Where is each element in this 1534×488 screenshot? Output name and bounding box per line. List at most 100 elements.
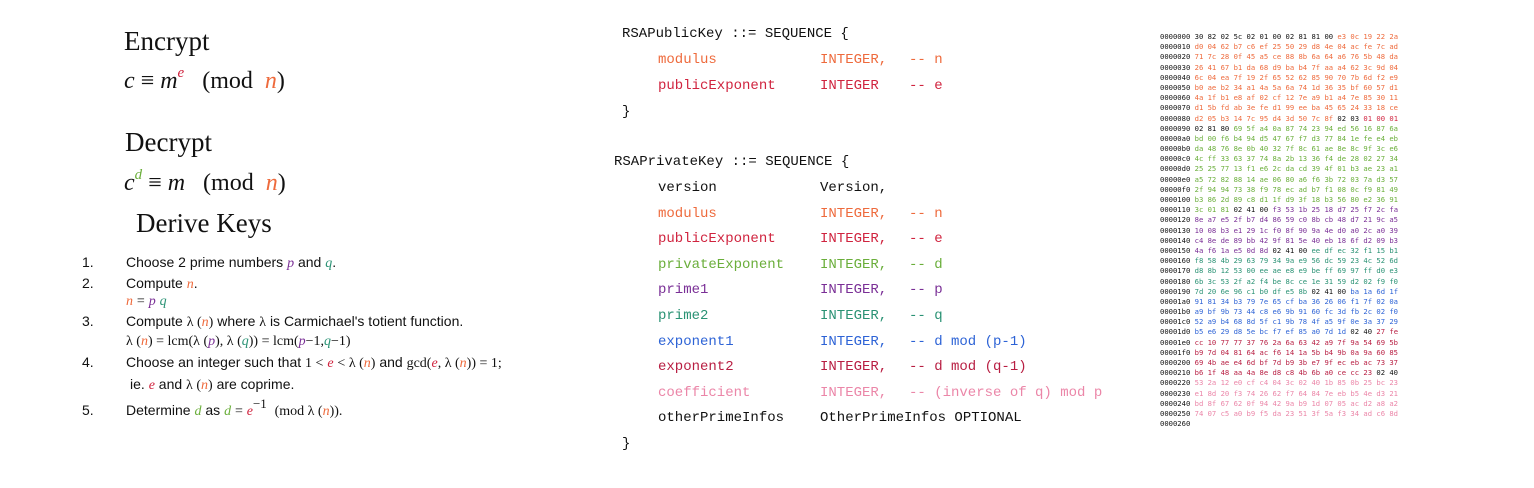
hex-address: 00000b0 xyxy=(1160,144,1195,154)
var-e: e xyxy=(327,356,334,371)
lambda-open: λ ( xyxy=(186,378,201,393)
hex-bytes: 02 81 80 xyxy=(1194,123,1230,133)
eq-equiv: ≡ xyxy=(140,68,155,94)
hex-address: 0000100 xyxy=(1160,195,1195,204)
hex-bytes: a9 bf 9b 73 44 c8 e6 9b 91 60 fc 3d fb 2… xyxy=(1194,307,1399,317)
hex-row: 00000e0 a5 72 82 88 14 ae 06 80 a6 f6 3b… xyxy=(1160,175,1398,185)
hex-row: 0000030 26 41 67 b1 da 68 d9 ba b4 7f aa… xyxy=(1160,63,1398,73)
var-n: n xyxy=(186,277,194,292)
hex-bytes: 3c 01 81 xyxy=(1194,205,1230,215)
hex-row: 0000070 d1 5b fd ab 3e fe d1 99 ee ba 45… xyxy=(1160,103,1398,113)
eq-mod: (mod xyxy=(202,68,253,94)
step-2-formula: n = p q xyxy=(126,292,167,310)
field-name: exponent2 xyxy=(658,359,734,376)
step-number: 5. xyxy=(82,402,94,418)
hex-bytes: c4 8e de 89 bb 42 9f 81 5e 40 eb 18 6f d… xyxy=(1194,235,1399,245)
f-part: ), λ ( xyxy=(215,334,242,349)
hex-address: 0000080 xyxy=(1160,113,1195,123)
hex-address: 0000160 xyxy=(1160,256,1195,266)
lambda: λ xyxy=(259,315,267,330)
hex-row: 0000120 8e a7 e5 2f b7 d4 86 59 c0 8b cb… xyxy=(1160,215,1398,225)
field-comment: -- d xyxy=(909,256,943,273)
f-part: ) xyxy=(370,356,376,371)
hex-bytes: 69 5f a4 0a 87 74 23 94 ed 56 16 87 6a xyxy=(1229,123,1399,133)
step-text: Compute n. xyxy=(126,275,198,293)
hex-bytes: 02 41 00 xyxy=(1268,245,1308,255)
field-name: modulus xyxy=(658,205,717,222)
field-name: modulus xyxy=(658,52,717,68)
exp-minus-one: −1 xyxy=(252,396,267,411)
public-key-header: RSAPublicKey ::= SEQUENCE { xyxy=(622,26,849,42)
step-1-end: . xyxy=(332,254,337,270)
lambda-close: ) xyxy=(208,315,214,330)
field-type: OtherPrimeInfos OPTIONAL xyxy=(820,410,1022,427)
hex-address: 0000200 xyxy=(1160,358,1195,367)
private-key-close: } xyxy=(622,436,631,452)
hex-bytes: bd 8f 67 62 0f 94 42 9a b9 1d 07 05 ac d… xyxy=(1194,398,1399,408)
hex-bytes: 69 4b ae e4 6d bf 7d b9 3b e7 9f ec eb a… xyxy=(1194,358,1399,367)
var-n: n xyxy=(126,294,133,309)
f-part: gcd( xyxy=(406,356,432,371)
hex-bytes: b0 ae b2 34 a1 4a 5a 6a 74 1d 36 35 bf 6… xyxy=(1194,82,1399,92)
hex-row: 0000020 71 7c 28 0f 45 a5 ce 88 8b 6a 64… xyxy=(1160,52,1398,62)
hex-bytes: 30 82 02 5c 02 01 00 02 81 81 00 xyxy=(1194,32,1334,41)
step-4-and: and xyxy=(379,354,403,370)
hex-bytes: b3 86 2d 89 c8 d1 1f d9 3f 18 b3 56 80 e… xyxy=(1194,195,1399,204)
f-part: )). xyxy=(329,404,343,419)
field-type: INTEGER, xyxy=(820,333,888,350)
hex-row: 00000d0 25 25 77 13 f1 e6 2c da cd 39 4f… xyxy=(1160,164,1398,174)
field-comment: -- d mod (q-1) xyxy=(909,359,1027,376)
f-part: ) = lcm(λ ( xyxy=(147,334,209,349)
hex-bytes: d8 8b 12 53 00 ee ae e8 e9 be ff 69 97 f… xyxy=(1194,266,1399,276)
hex-address: 0000210 xyxy=(1160,368,1195,378)
hex-row: 0000060 4a 1f b1 e8 af 02 cf 12 7e a9 b1… xyxy=(1160,93,1398,103)
field-type: INTEGER, xyxy=(820,52,888,68)
hex-address: 0000250 xyxy=(1160,408,1195,418)
hex-row: 0000100 b3 86 2d 89 c8 d1 1f d9 3f 18 b3… xyxy=(1160,195,1398,205)
hex-bytes: 25 25 77 13 f1 e6 2c da cd 39 4f 01 b3 a… xyxy=(1194,164,1399,174)
hex-row: 00001c0 52 a9 b4 68 8d 5f c1 9b 78 4f a5… xyxy=(1160,317,1398,327)
field-comment: -- n xyxy=(909,52,943,68)
hex-address: 0000170 xyxy=(1160,266,1195,276)
hex-row: 00000f0 2f 94 94 73 38 f9 78 ec ad b7 f1… xyxy=(1160,185,1398,195)
f-part: )) = 1; xyxy=(466,356,502,371)
f-part: λ ( xyxy=(126,334,141,349)
step-text: Determine d as d = e−1 (mod λ (n)). xyxy=(126,396,343,420)
field-name: publicExponent xyxy=(658,231,776,248)
step-5-as: as xyxy=(205,402,221,418)
hex-bytes: 91 81 34 b3 79 7e 65 cf ba 36 26 06 f1 7… xyxy=(1194,296,1399,306)
hex-row: 0000050 b0 ae b2 34 a1 4a 5a 6a 74 1d 36… xyxy=(1160,83,1398,93)
encrypt-equation: c ≡ me (mod n) xyxy=(124,65,285,95)
hex-bytes: da 48 76 8e 0b 40 32 7f 8c 61 ae 8e 8c 9… xyxy=(1194,144,1399,154)
field-type: INTEGER, xyxy=(820,231,888,248)
step-1-and: and xyxy=(297,254,322,270)
private-key-header: RSAPrivateKey ::= SEQUENCE { xyxy=(614,154,850,170)
f-part: −1, xyxy=(305,334,325,349)
field-name: privateExponent xyxy=(658,256,785,273)
field-type: INTEGER, xyxy=(820,256,888,273)
op-equals: = xyxy=(136,294,145,309)
public-key-close: } xyxy=(622,104,631,120)
var-p: p xyxy=(298,334,306,349)
hex-address: 00001c0 xyxy=(1160,317,1195,327)
eq-close: ) xyxy=(276,68,285,94)
eq-m: m xyxy=(167,170,186,196)
hex-bytes: bd 00 f6 b4 94 d5 47 67 f7 d3 77 84 1e f… xyxy=(1194,133,1399,143)
hex-row: 0000150 4a f6 1a e5 0d 8d 02 41 00 ee df… xyxy=(1160,246,1398,256)
hex-bytes: 71 7c 28 0f 45 a5 ce 88 8b 6a 64 a6 76 5… xyxy=(1194,52,1399,62)
var-e: e xyxy=(246,404,253,419)
field-name: exponent1 xyxy=(658,333,734,350)
hex-bytes: 6c 04 ea 7f 19 2f 65 52 62 85 90 70 7b 6… xyxy=(1194,72,1399,82)
hex-bytes: 02 41 00 xyxy=(1307,286,1347,296)
hex-address: 00001e0 xyxy=(1160,337,1195,347)
hex-row: 0000170 d8 8b 12 53 00 ee ae e8 e9 be ff… xyxy=(1160,266,1398,276)
hex-address: 0000190 xyxy=(1160,286,1195,296)
field-type: INTEGER xyxy=(820,78,879,94)
hex-bytes: e1 8d 20 f3 74 26 62 f7 64 84 7e eb b5 4… xyxy=(1194,388,1399,398)
var-n: n xyxy=(201,378,208,393)
hex-address: 00001f0 xyxy=(1160,347,1195,357)
hex-address: 00000a0 xyxy=(1160,133,1195,143)
decrypt-equation: cd ≡ m (mod n) xyxy=(124,167,286,197)
hex-dump: 0000000 30 82 02 5c 02 01 00 02 81 81 00… xyxy=(1160,32,1398,429)
field-name: publicExponent xyxy=(658,78,776,94)
